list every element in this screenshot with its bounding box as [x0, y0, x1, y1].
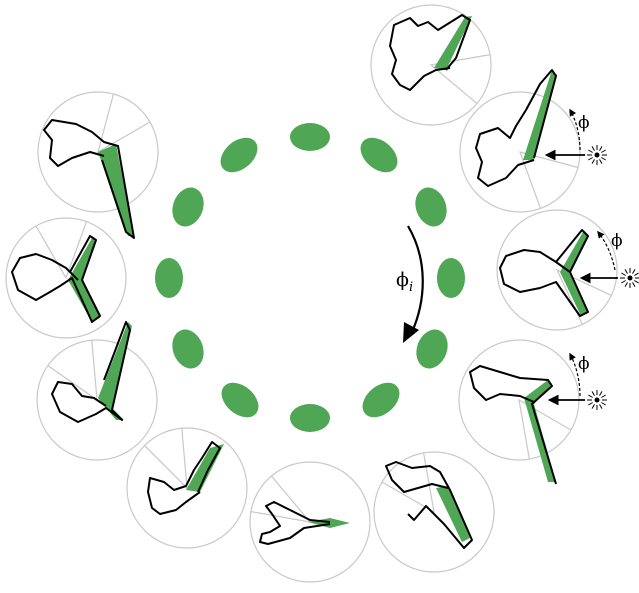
phi-label-middle: ϕ [611, 231, 623, 251]
polar-plot [249, 461, 371, 583]
ring-ellipse [155, 258, 183, 298]
light-sources [544, 108, 639, 410]
sun-ray [591, 146, 595, 151]
polar-wedge [35, 221, 88, 280]
polar-wedge [429, 54, 491, 105]
sun-ray [588, 402, 593, 406]
polar-plot [496, 209, 618, 331]
ring-ellipse [416, 329, 448, 369]
sun-core [627, 275, 633, 281]
sun-ray [624, 282, 628, 287]
phi-label-bottom: ϕ [578, 354, 590, 374]
polar-circle [496, 209, 618, 331]
sun-ray [588, 149, 593, 153]
sun-ray [621, 280, 626, 284]
sun-ray [599, 159, 603, 164]
phi-label-top: ϕ [578, 113, 590, 133]
angle-arrow [569, 108, 581, 151]
polar-wedge [144, 428, 188, 490]
polar-plot [126, 427, 248, 549]
ring-ellipse [290, 404, 330, 432]
polar-circle [459, 91, 581, 213]
ring-ellipse [221, 382, 259, 418]
ring-ellipse [437, 258, 465, 298]
polar-circle [5, 217, 127, 339]
polar-outline [385, 461, 473, 549]
ring-ellipse [290, 123, 330, 151]
sun-ray [591, 404, 595, 409]
polar-wedge [519, 151, 579, 209]
polar-outline [259, 501, 331, 545]
polar-outline [51, 321, 131, 423]
ring-ellipse [360, 137, 398, 173]
angle-arrow [569, 352, 581, 397]
sun-ray [634, 272, 639, 276]
ring-ellipse [415, 187, 447, 227]
sun-icon [587, 390, 607, 410]
sun-ray [601, 402, 606, 406]
polar-plot [36, 321, 158, 461]
polar-outline [11, 235, 101, 323]
polar-circle [249, 461, 371, 583]
angle-arrow [597, 230, 616, 271]
sun-ray [601, 149, 606, 153]
polar-green-lobe [436, 486, 470, 542]
polar-wedge [47, 340, 98, 402]
sun-ray [599, 391, 603, 396]
phi-i-label: ϕi [396, 269, 413, 295]
polar-plots [5, 4, 618, 583]
sun-ray [634, 280, 639, 284]
ring-ellipse [172, 187, 204, 227]
ring-ellipse [220, 137, 258, 173]
polar-green-lobe [98, 144, 134, 236]
polar-plot [5, 217, 127, 339]
sun-core [594, 152, 600, 158]
sun-ray [591, 159, 595, 164]
sun-ray [591, 391, 595, 396]
sun-ray [599, 404, 603, 409]
polar-circle [36, 339, 158, 461]
sun-ray [588, 394, 593, 398]
sun-ray [632, 269, 636, 274]
polar-outline [499, 229, 589, 317]
sun-ray [632, 282, 636, 287]
polar-plot [373, 451, 495, 573]
polar-green-lobe [523, 70, 557, 160]
polar-green-lobe [98, 322, 132, 420]
ellipse-ring [155, 123, 465, 432]
sun-core [594, 397, 600, 403]
polar-outline [389, 14, 471, 91]
polar-plot [370, 4, 492, 126]
polar-wedge [518, 398, 572, 460]
polar-circle [126, 427, 248, 549]
polar-outline [147, 441, 221, 515]
sun-ray [601, 157, 606, 161]
polar-plot [37, 91, 159, 239]
sun-ray [624, 269, 628, 274]
polar-wedge [381, 452, 435, 514]
polar-plot [458, 339, 580, 485]
polar-outline [475, 69, 557, 187]
polar-plot [459, 69, 581, 213]
polar-outline [469, 365, 557, 485]
polar-green-lobe [434, 16, 472, 70]
sun-ray [588, 157, 593, 161]
polar-circle [37, 91, 159, 213]
ring-ellipse [362, 382, 400, 418]
rotation-arrow [403, 225, 424, 343]
sun-ray [601, 394, 606, 398]
polar-circle [373, 451, 495, 573]
ring-ellipse [172, 329, 204, 369]
polar-outline [43, 119, 135, 239]
sun-icon [587, 145, 607, 165]
sun-ray [621, 272, 626, 276]
sun-icon [620, 268, 639, 288]
sun-ray [599, 146, 603, 151]
polar-circle [370, 4, 492, 126]
